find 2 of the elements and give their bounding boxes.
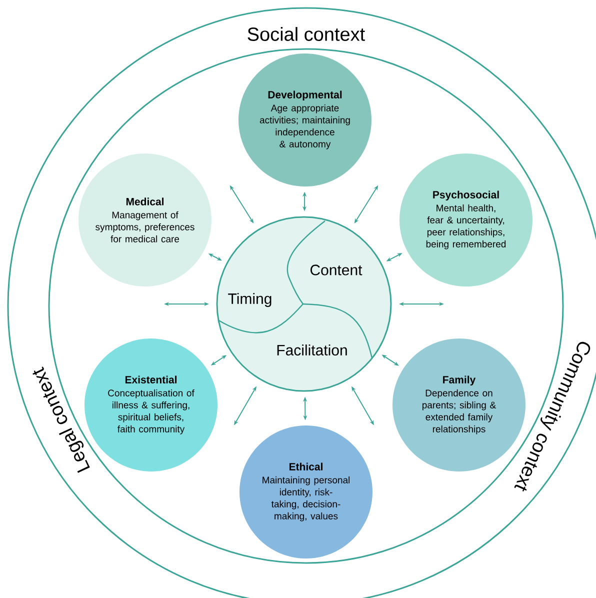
- context-ring: [7, 7, 596, 598]
- top-ring-label: Social context: [248, 27, 365, 41]
